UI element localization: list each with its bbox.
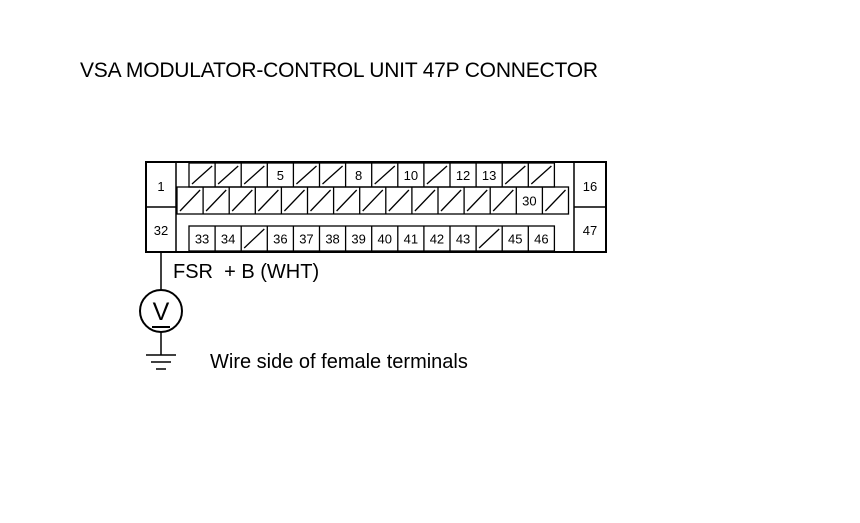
unused-terminal-slash [231, 189, 253, 212]
unused-terminal-slash [243, 165, 265, 185]
unused-terminal-slash [205, 189, 227, 212]
terminal-16: 16 [583, 179, 597, 194]
terminal-36: 36 [273, 232, 287, 247]
terminal-13: 13 [482, 168, 496, 183]
terminal-row-outline [176, 186, 570, 215]
terminal-41: 41 [404, 232, 418, 247]
unused-terminal-slash [191, 165, 213, 185]
terminal-33: 33 [195, 232, 209, 247]
unused-terminal-slash [530, 165, 552, 185]
terminal-10: 10 [404, 168, 418, 183]
terminal-32: 32 [154, 223, 168, 238]
unused-terminal-slash [217, 165, 239, 185]
voltmeter-symbol: V [153, 298, 170, 326]
unused-terminal-slash [257, 189, 279, 212]
terminal-row-2: 30 [176, 186, 570, 215]
wire-side-note: Wire side of female terminals [210, 351, 468, 373]
terminal-8: 8 [355, 168, 362, 183]
unused-terminal-slash [322, 165, 344, 185]
unused-terminal-slash [478, 228, 500, 249]
terminal-38: 38 [325, 232, 339, 247]
terminal-34: 34 [221, 232, 235, 247]
unused-terminal-slash [243, 228, 265, 249]
unused-terminal-slash [440, 189, 462, 212]
unused-terminal-slash [388, 189, 410, 212]
terminal-43: 43 [456, 232, 470, 247]
terminal-37: 37 [299, 232, 313, 247]
terminal-40: 40 [378, 232, 392, 247]
wire-label: FSR + B (WHT) [173, 261, 319, 283]
terminal-30: 30 [522, 194, 536, 209]
terminal-45: 45 [508, 232, 522, 247]
terminal-5: 5 [277, 168, 284, 183]
unused-terminal-slash [504, 165, 526, 185]
terminal-row-1: 5 8 10 12 13 [188, 162, 556, 188]
unused-terminal-slash [492, 189, 514, 212]
unused-terminal-slash [544, 189, 566, 212]
unused-terminal-slash [336, 189, 358, 212]
unused-terminal-slash [374, 165, 396, 185]
unused-terminal-slash [179, 189, 201, 212]
terminal-row-3: 33 34 36 37 38 39 40 41 42 43 45 46 [188, 225, 556, 252]
unused-terminal-slash [362, 189, 384, 212]
terminal-12: 12 [456, 168, 470, 183]
unused-terminal-slash [295, 165, 317, 185]
unused-terminal-slash [414, 189, 436, 212]
unused-terminal-slash [310, 189, 332, 212]
unused-terminal-slash [283, 189, 305, 212]
diagram-title: VSA MODULATOR-CONTROL UNIT 47P CONNECTOR [80, 59, 598, 82]
terminal-1: 1 [157, 179, 164, 194]
terminal-46: 46 [534, 232, 548, 247]
unused-terminal-slash [466, 189, 488, 212]
terminal-42: 42 [430, 232, 444, 247]
terminal-39: 39 [351, 232, 365, 247]
ground-icon [146, 354, 176, 370]
terminal-47: 47 [583, 223, 597, 238]
unused-terminal-slash [426, 165, 448, 185]
